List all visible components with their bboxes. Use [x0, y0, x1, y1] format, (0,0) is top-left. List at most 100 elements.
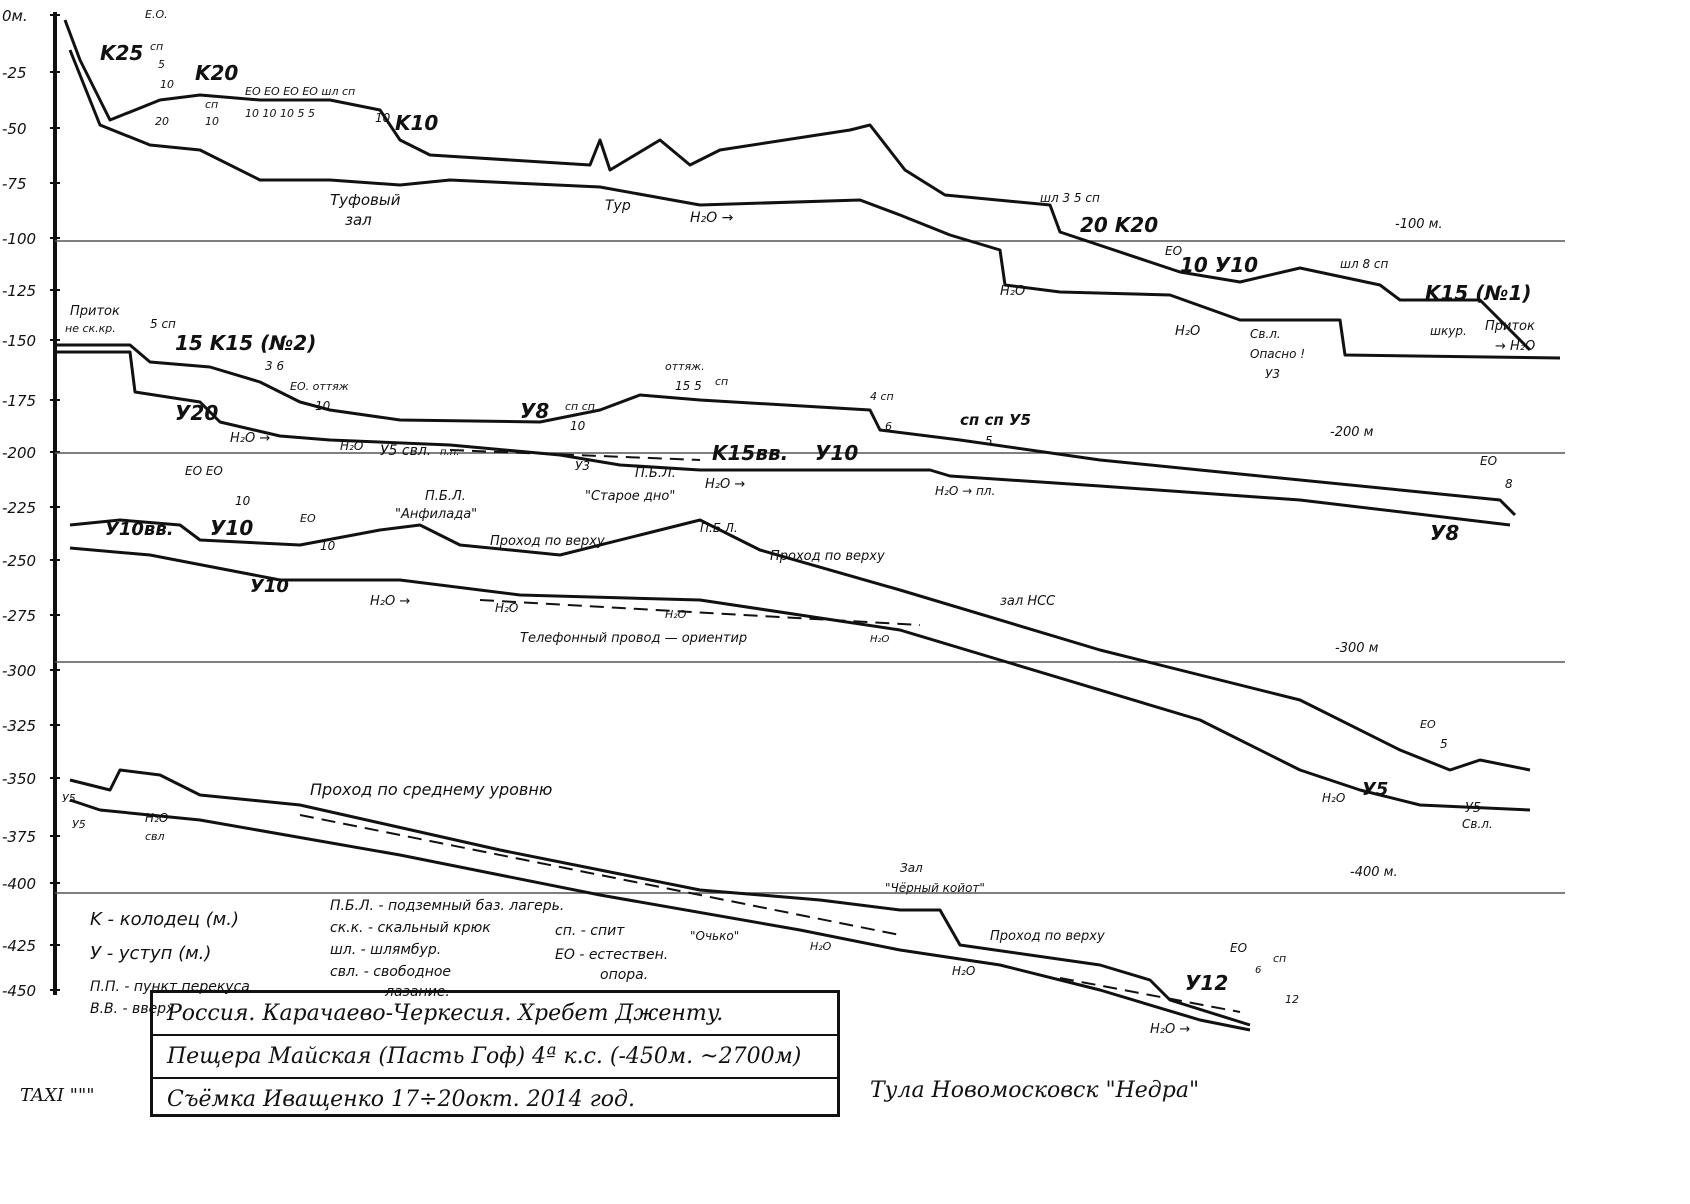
survey-label: Телефонный провод — ориентир [520, 631, 747, 646]
depth-tick-label: -200 [2, 444, 36, 462]
survey-label: У3 [575, 459, 590, 473]
depth-tick-label: -50 [2, 120, 27, 138]
survey-label: У8 [1430, 521, 1459, 545]
survey-label: У20 [175, 401, 218, 425]
survey-label: Св.л. [1462, 817, 1493, 831]
survey-label: У5 [1362, 779, 1388, 800]
survey-label: "Чёрный койот" [885, 881, 985, 895]
legend-entry: K - колодец (м.) [90, 909, 239, 930]
survey-label: K15вв. [712, 441, 788, 465]
passage-wall [69, 518, 1531, 772]
legend-entry: П.Б.Л. - подземный баз. лагерь. [330, 898, 564, 914]
survey-label: 20 K20 [1080, 213, 1158, 237]
survey-label: зал [345, 211, 372, 229]
survey-label: не ск.кр. [65, 322, 116, 335]
survey-label: Опасно ! [1250, 347, 1305, 361]
depth-tick-label: -175 [2, 392, 36, 410]
survey-label: сп [205, 98, 218, 111]
title-cave-name: Пещера Майская (Пасть Гоф) 4ª к.с. (-450… [153, 1036, 837, 1079]
survey-label: шл 8 сп [1340, 257, 1389, 271]
survey-label: Е.О. [145, 8, 168, 21]
depth-tick-label: -375 [2, 828, 36, 846]
survey-label: ЕО ЕО [185, 464, 223, 478]
survey-label: ЕО [1420, 718, 1436, 731]
survey-label: 3 6 [265, 359, 284, 373]
survey-label: У3 [1265, 367, 1280, 381]
survey-label: ЕО [1230, 941, 1247, 955]
depth-tick-label: -275 [2, 607, 36, 625]
depth-tick-label: -350 [2, 770, 36, 788]
passage-wall [63, 19, 1532, 352]
survey-label: H₂O [145, 811, 168, 825]
survey-label: У5 [62, 792, 76, 805]
survey-label: 6 [885, 420, 892, 433]
survey-label: 5 [985, 434, 993, 448]
survey-label: "Старое дно" [585, 489, 675, 504]
survey-label: свл [145, 830, 165, 843]
depth-tick-label: -300 [2, 662, 36, 680]
passage-wall [55, 343, 1517, 517]
survey-label: У10 [250, 576, 289, 597]
survey-label: У5 свл. [380, 443, 431, 459]
legend-entry: ск.к. - скальный крюк [330, 920, 491, 936]
depth-tick-label: -100 [2, 230, 36, 248]
survey-label: П.Б.Л. [635, 466, 676, 481]
survey-label: Приток [70, 304, 120, 319]
survey-label: сп сп У5 [960, 411, 1031, 429]
survey-label: H₂O → пл. [935, 484, 995, 498]
legend-entry: опора. [600, 967, 648, 983]
survey-label: 10 [570, 419, 586, 433]
lower-level-dashed [1059, 977, 1241, 1013]
survey-label: 15 K15 (№2) [175, 331, 316, 355]
survey-label: 4 сп [870, 390, 894, 403]
depth-tick-label: -325 [2, 717, 36, 735]
survey-label: Проход по верху [770, 549, 885, 564]
survey-label: "Очько" [690, 929, 739, 943]
survey-label: сп [150, 40, 163, 53]
lower-level-dashed [299, 814, 901, 936]
depth-tick-label: -225 [2, 499, 36, 517]
depth-reference-label: -300 м [1335, 641, 1379, 656]
depth-reference-label: -200 м [1330, 425, 1374, 440]
depth-tick-label: -400 [2, 875, 36, 893]
depth-reference-label: -100 м. [1395, 217, 1443, 232]
survey-label: 10 10 10 5 5 [245, 107, 315, 120]
survey-label: 10 [320, 539, 336, 553]
legend: K - колодец (м.)У - уступ (м.)П.П. - пун… [90, 898, 668, 1017]
title-region: Россия. Карачаево-Черкесия. Хребет Джент… [153, 993, 837, 1036]
survey-label: Проход по верху [490, 534, 605, 549]
survey-label: "Анфилада" [395, 507, 477, 522]
survey-label: Проход по среднему уровню [310, 780, 552, 799]
survey-label: Проход по верху [990, 929, 1105, 944]
survey-label: 10 [160, 78, 174, 91]
survey-label: K15 (№1) [1425, 281, 1532, 305]
passage-wall [55, 350, 1511, 527]
survey-label: H₂O [870, 634, 890, 645]
survey-label: 10 [375, 111, 391, 125]
survey-label: 5 сп [150, 317, 176, 331]
passage-wall [69, 768, 1251, 1027]
survey-label: У5 [1465, 801, 1481, 816]
depth-reference-label: -400 м. [1350, 865, 1398, 880]
survey-label: шл 3 5 сп [1040, 191, 1100, 205]
passage-wall [69, 798, 1251, 1032]
depth-tick-label: 0м. [2, 7, 28, 25]
legend-entry: ЕО - естествен. [555, 947, 668, 963]
survey-label: п.п. [440, 447, 459, 458]
title-survey-author: Съёмка Иващенко 17÷20окт. 2014 год. [167, 1087, 635, 1112]
survey-label: 5 [1440, 737, 1448, 751]
survey-label: H₂O [665, 608, 687, 621]
survey-label: Туфовый [330, 191, 401, 209]
survey-label: У12 [1185, 971, 1228, 995]
survey-label: H₂O → [705, 477, 745, 492]
survey-label: оттяж. [665, 360, 705, 373]
survey-label: K10 [395, 111, 438, 135]
survey-label: 10 У10 [1180, 253, 1258, 277]
survey-label: K20 [195, 61, 238, 85]
cave-passages [55, 19, 1561, 1032]
survey-label: Зал [900, 861, 923, 875]
survey-label: H₂O [495, 601, 518, 615]
survey-label: H₂O [1000, 284, 1025, 299]
depth-tick-label: -75 [2, 175, 27, 193]
